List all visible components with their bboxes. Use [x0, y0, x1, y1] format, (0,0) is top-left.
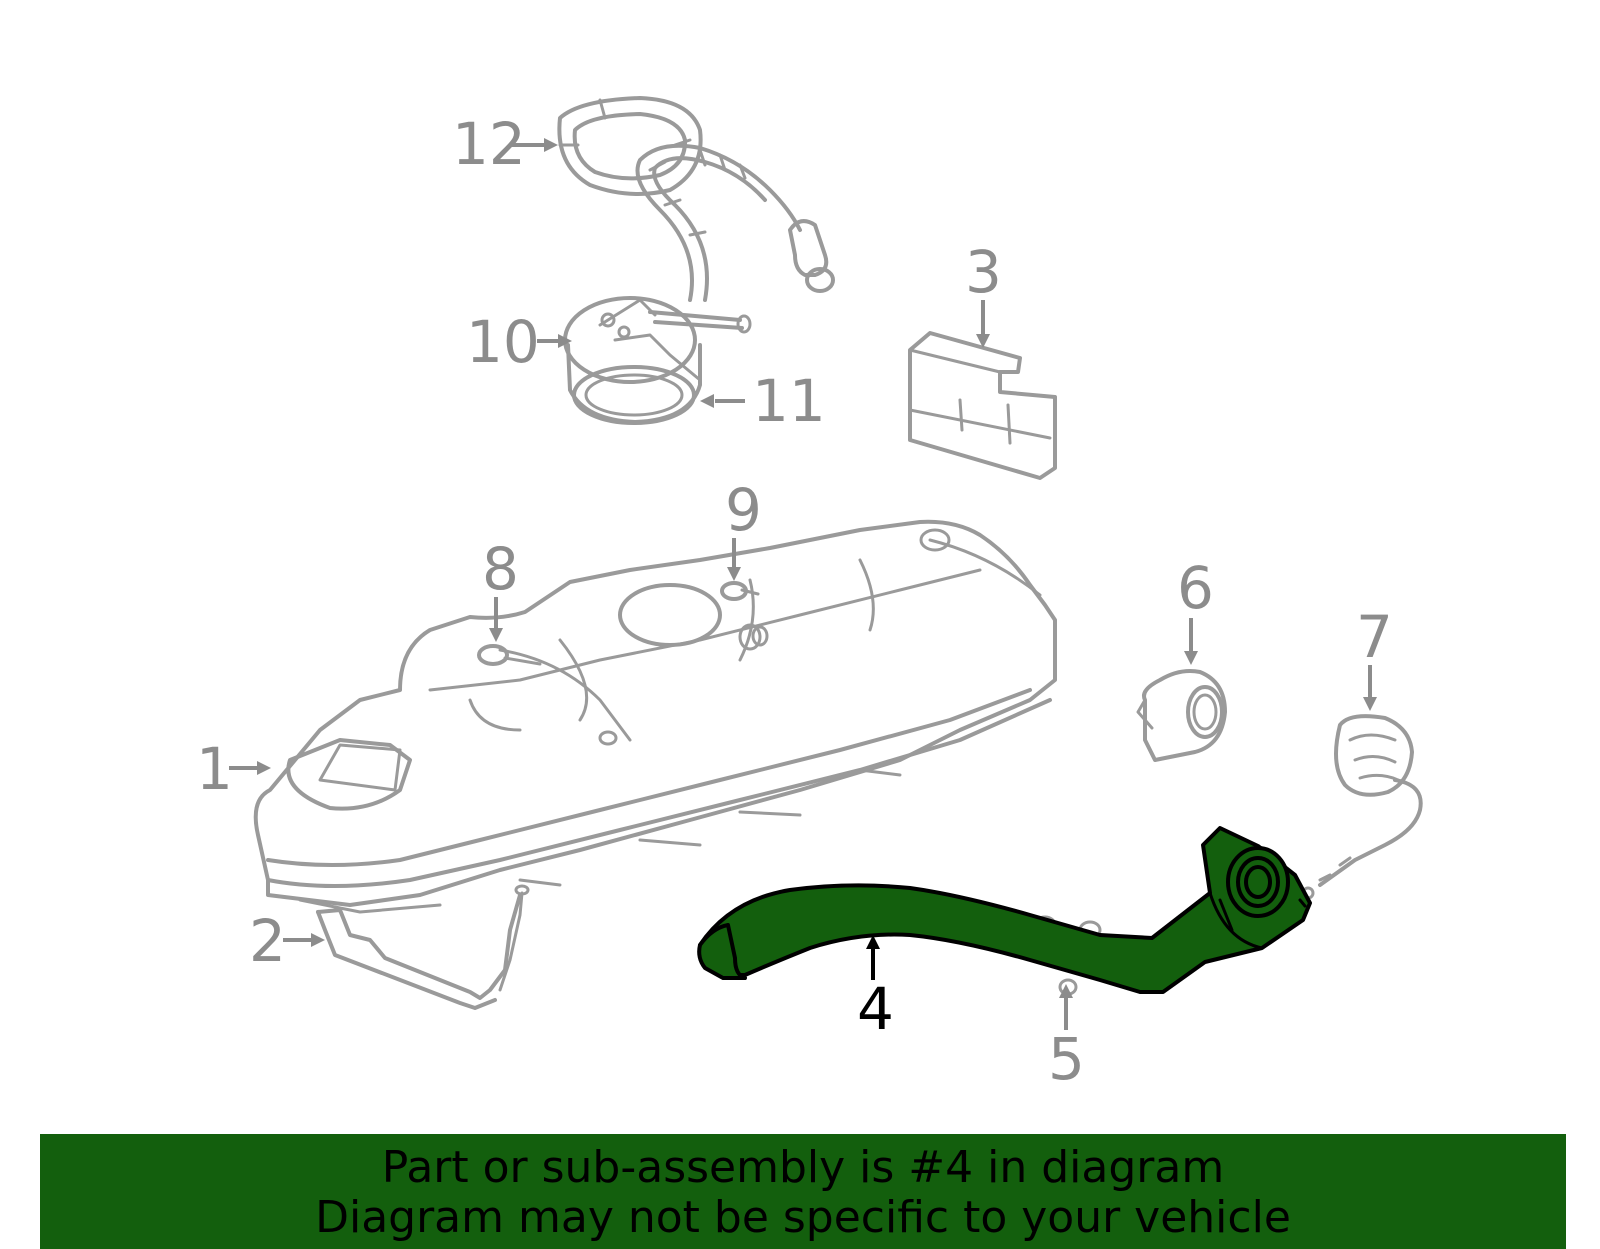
- part-4-filler-pipe-highlighted: [697, 826, 1312, 994]
- callout-6: 6: [1177, 554, 1214, 622]
- part-3-heat-shield: [908, 331, 1057, 480]
- banner-line-2: Diagram may not be specific to your vehi…: [315, 1192, 1291, 1243]
- callout-11: 11: [752, 367, 826, 435]
- part-7-fuel-cap: [1301, 714, 1423, 900]
- part-10-fuel-pump: [563, 296, 752, 424]
- part-12-wiring-harness: [635, 143, 835, 302]
- callout-9: 9: [725, 476, 762, 544]
- part-12-lock-ring: [557, 96, 703, 196]
- callout-labels: 12 10 11 3 9 8 1 2 6 7 5 4: [196, 110, 1393, 1093]
- callout-arrows: [229, 138, 1377, 1030]
- callout-1: 1: [196, 735, 233, 803]
- part-8-sender-fitting: [477, 644, 542, 666]
- part-6-filler-housing: [1136, 669, 1227, 762]
- callout-3: 3: [965, 238, 1002, 306]
- callout-5: 5: [1048, 1025, 1085, 1093]
- part-11-strainer: [572, 365, 696, 425]
- part-2-tank-strap: [316, 884, 530, 1010]
- callout-4-highlighted: 4: [857, 975, 894, 1043]
- banner-line-1: Part or sub-assembly is #4 in diagram: [381, 1142, 1225, 1193]
- part-1-fuel-tank: [253, 519, 1057, 914]
- callout-8: 8: [482, 535, 519, 603]
- callout-7: 7: [1356, 603, 1393, 671]
- callout-12: 12: [452, 110, 526, 178]
- callout-2: 2: [249, 907, 286, 975]
- callout-10: 10: [466, 308, 540, 376]
- notice-banner: Part or sub-assembly is #4 in diagram Di…: [40, 1134, 1566, 1249]
- part-9-vent-valve: [720, 581, 769, 651]
